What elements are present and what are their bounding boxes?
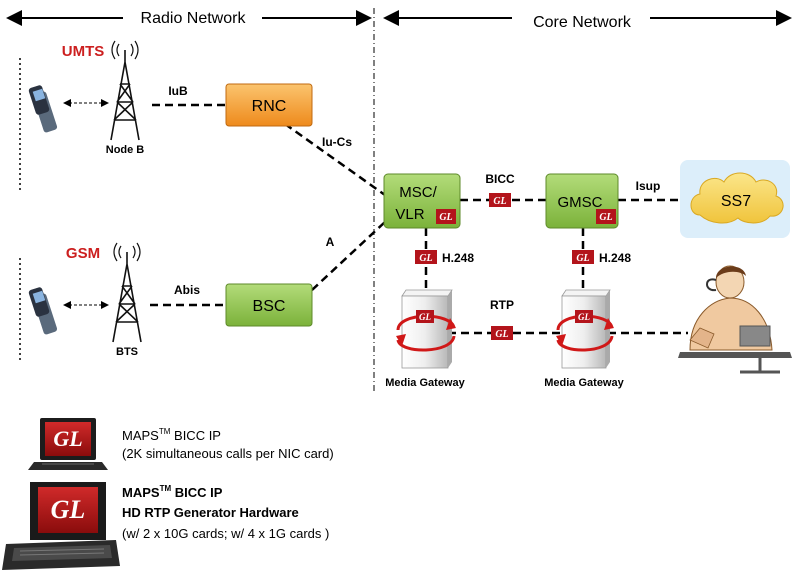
ss7-label: SS7 <box>721 193 751 210</box>
rnc-node: RNC <box>225 83 313 127</box>
iucs-link <box>284 122 386 197</box>
gl-badge: GL <box>436 209 456 224</box>
laptop-icon: GL <box>28 418 108 470</box>
bts-label: BTS <box>116 346 138 358</box>
svg-text:GL: GL <box>578 312 590 322</box>
isup-label: Isup <box>636 179 661 193</box>
svg-text:GL: GL <box>599 212 612 223</box>
core-network-label: Core Network <box>533 14 632 31</box>
gl-badge: GL <box>596 209 616 224</box>
bsc-node: BSC <box>225 283 313 327</box>
svg-text:GL: GL <box>419 253 432 264</box>
iu-cs-label: Iu-Cs <box>322 135 352 149</box>
a-link <box>311 221 386 291</box>
svg-text:GL: GL <box>51 495 86 524</box>
operator-person-icon <box>678 265 792 374</box>
media-gateway-left-label: Media Gateway <box>385 377 465 389</box>
node-b-tower-icon <box>110 40 140 141</box>
abis-label: Abis <box>174 283 200 297</box>
a-label: A <box>326 235 335 249</box>
msc-label-line1: MSC/ <box>399 184 437 201</box>
gl-badge: GL <box>415 250 437 264</box>
gl-badge: GL <box>572 250 594 264</box>
media-gateway-right-label: Media Gateway <box>544 377 624 389</box>
legend-item2-desc: (w/ 2 x 10G cards; w/ 4 x 1G cards ) <box>122 526 329 541</box>
gmsc-node: GMSC GL <box>545 173 619 229</box>
h248-left-label: H.248 <box>442 251 474 265</box>
rtp-label: RTP <box>490 298 514 312</box>
msc-label-line2: VLR <box>395 206 424 223</box>
iub-label: IuB <box>168 84 188 98</box>
svg-text:GL: GL <box>419 312 431 322</box>
legend-item2-subtitle: HD RTP Generator Hardware <box>122 505 299 520</box>
legend-item2-title: MAPSTM BICC IP <box>122 484 223 500</box>
ss7-cloud: SS7 <box>680 160 790 238</box>
media-gateway-server-icon: GL <box>556 289 614 369</box>
umts-label: UMTS <box>62 43 105 60</box>
svg-text:GL: GL <box>53 426 82 451</box>
rnc-label: RNC <box>252 98 287 115</box>
core-network-header: Core Network <box>383 10 792 31</box>
mobile-phone-icon <box>28 287 58 335</box>
svg-text:GL: GL <box>439 212 452 223</box>
svg-text:GL: GL <box>493 196 506 207</box>
bts-tower-icon <box>112 242 142 343</box>
rack-console-icon: GL <box>2 482 120 570</box>
gl-badge: GL <box>491 326 513 340</box>
bicc-label: BICC <box>485 172 515 186</box>
legend-item1-title: MAPSTM BICC IP <box>122 427 221 443</box>
svg-text:GL: GL <box>495 329 508 340</box>
radio-network-label: Radio Network <box>141 10 247 27</box>
radio-network-header: Radio Network <box>6 10 372 27</box>
gmsc-label: GMSC <box>558 194 603 211</box>
h248-right-label: H.248 <box>599 251 631 265</box>
bsc-label: BSC <box>253 298 286 315</box>
gl-badge: GL <box>489 193 511 207</box>
mobile-phone-icon <box>28 85 58 133</box>
svg-text:GL: GL <box>576 253 589 264</box>
media-gateway-server-icon: GL <box>396 289 456 369</box>
msc-vlr-node: MSC/ VLR GL <box>383 173 461 229</box>
node-b-label: Node B <box>106 144 145 156</box>
legend-item1-desc: (2K simultaneous calls per NIC card) <box>122 446 334 461</box>
gsm-label: GSM <box>66 245 100 262</box>
